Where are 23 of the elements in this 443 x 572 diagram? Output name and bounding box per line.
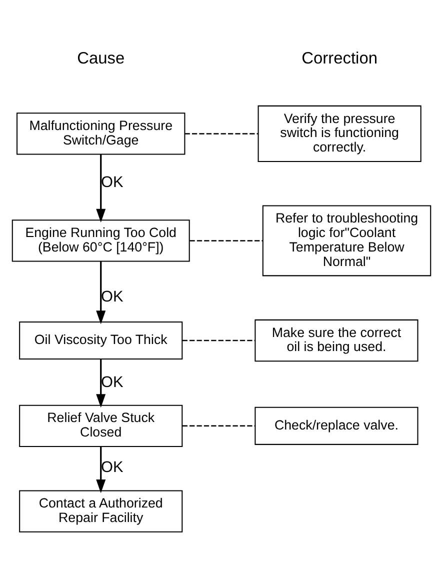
node-box: Relief Valve Stuck Closed [19,404,183,446]
node-box: Check/replace valve. [254,406,418,444]
edge-label: OK [101,373,124,390]
node-box: Engine Running Too Cold (Below 60°C [140°F]) [12,219,190,262]
label: Cause [77,49,125,68]
node-box: Verify the pressure switch is functioning correctly. [258,104,422,162]
node-box: Make sure the correct oil is being used. [254,318,418,362]
arrow [96,154,106,222]
edge-label: OK [101,174,124,191]
node-box: Refer to troubleshooting logic for"Coolant Temperature Below Normal" [262,204,432,276]
arrow [96,358,106,408]
label: Correction [302,49,378,68]
connector [182,339,256,341]
connector [190,240,263,241]
connector [182,424,256,426]
edge-label: OK [101,288,124,305]
node-box: Oil Viscosity Too Thick [19,320,183,360]
node-box: Contact a Authorized Repair Facility [19,490,183,532]
edge-label: OK [101,458,124,476]
arrow [96,446,106,493]
connector [184,132,258,134]
node-box: Malfunctioning Pressure Switch/Gage [16,112,186,154]
arrow [96,261,106,324]
